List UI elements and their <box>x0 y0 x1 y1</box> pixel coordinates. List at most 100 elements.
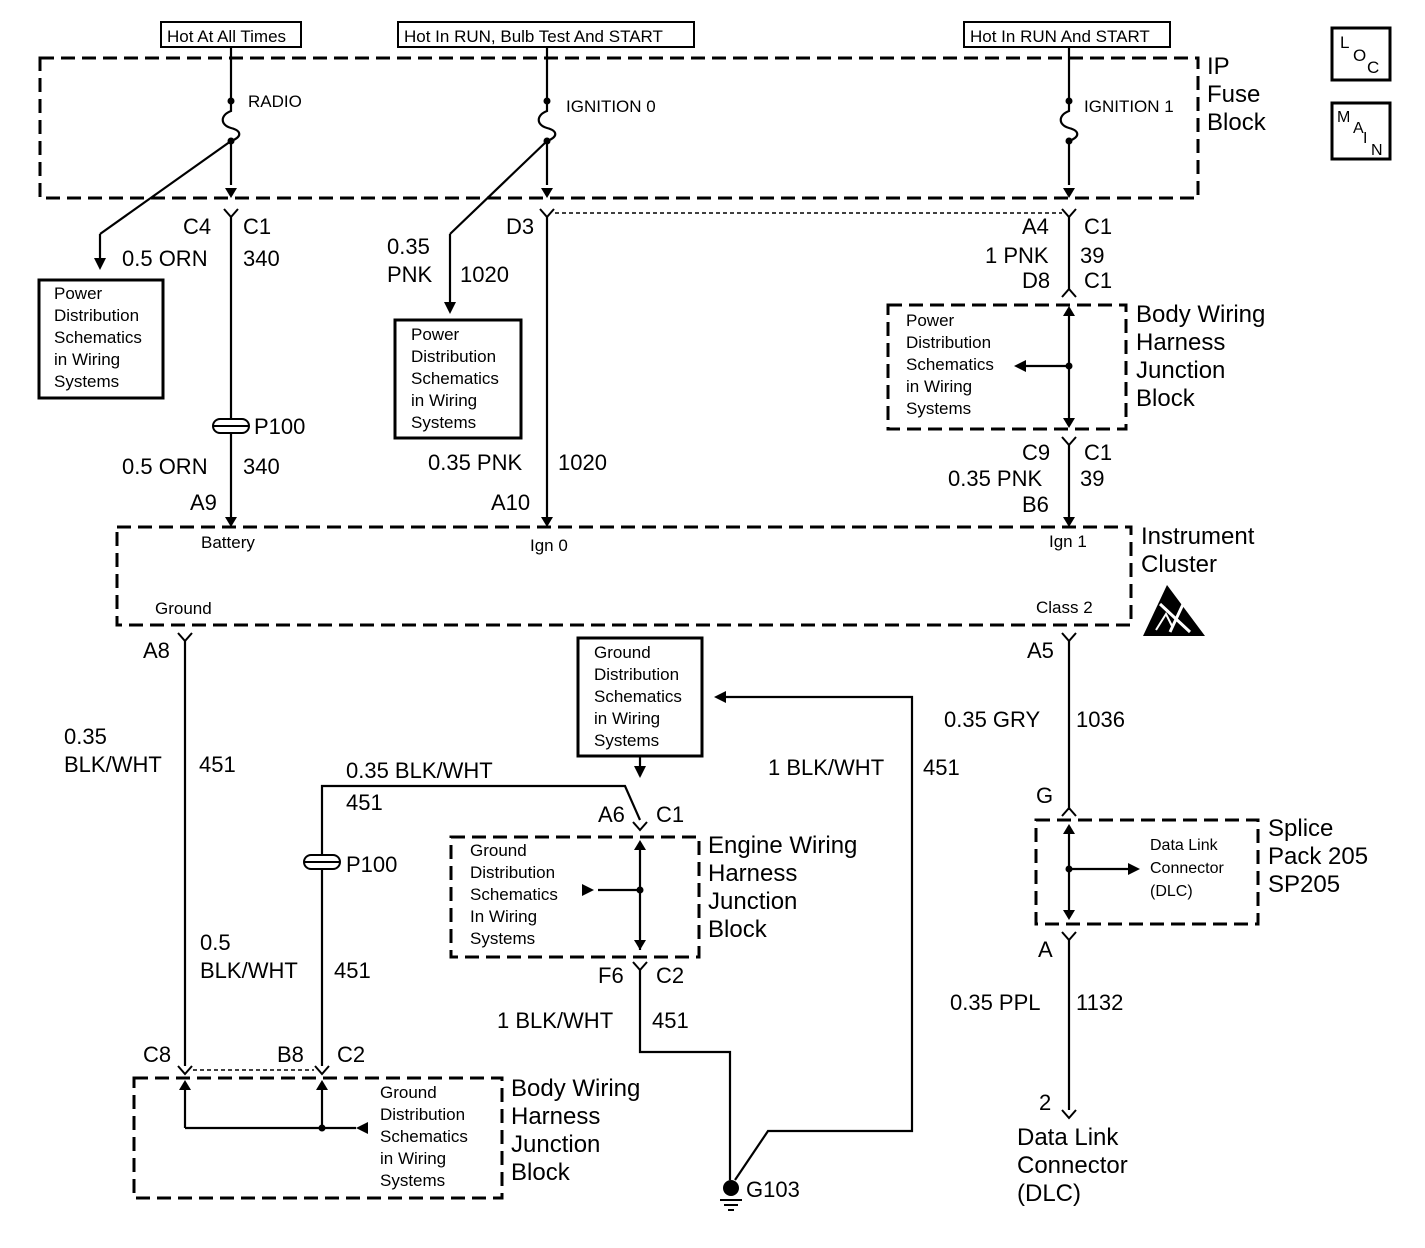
power-dist-left-line2: Distribution <box>54 306 139 325</box>
conn-a6: A6 <box>598 802 625 827</box>
loc-nav-button[interactable]: L O C <box>1330 26 1392 82</box>
wire-451a-number: 451 <box>199 752 236 777</box>
power-dist-left-line3: Schematics <box>54 328 142 347</box>
esd-warning-icon <box>1143 585 1205 636</box>
power-source-hot-run-start: Hot In RUN And START <box>963 21 1171 48</box>
class2-data-circuit: A5 0.35 GRY 1036 G Data Link Connector (… <box>944 632 1368 1207</box>
ground-dist-body-line4: in Wiring <box>380 1149 446 1168</box>
instrument-cluster-title-1: Instrument <box>1141 523 1255 550</box>
ground-g103-icon <box>720 1180 742 1211</box>
dlc-title-3: (DLC) <box>1017 1180 1081 1207</box>
cluster-battery-label: Battery <box>201 533 255 552</box>
hot-run-start-label: Hot In RUN And START <box>970 27 1150 46</box>
fuse-radio: RADIO <box>221 47 302 185</box>
conn-c1-c9: C1 <box>1084 440 1112 465</box>
ground-dist-top-line1: Ground <box>594 643 651 662</box>
wire-340-size: 0.5 ORN <box>122 246 208 271</box>
power-dist-mid-line3: Schematics <box>411 369 499 388</box>
wire-1020-number: 1020 <box>460 262 509 287</box>
wire-1020-size-2: PNK <box>387 262 433 287</box>
body-junction-bottom-title-1: Body Wiring <box>511 1075 640 1102</box>
fuse-ignition-0: IGNITION 0 <box>537 47 656 185</box>
conn-c1-a6: C1 <box>656 802 684 827</box>
conn-c8: C8 <box>143 1042 171 1067</box>
cluster-ign1-label: Ign 1 <box>1049 532 1087 551</box>
engine-junction-title-3: Junction <box>708 888 797 915</box>
p100-label-top: P100 <box>254 414 305 439</box>
main-letter-i: I <box>1363 130 1367 147</box>
wire-1036-size: 0.35 GRY <box>944 707 1041 732</box>
body-junction-top-title-2: Harness <box>1136 329 1225 356</box>
power-dist-right-line2: Distribution <box>906 333 991 352</box>
body-junction-bottom-title-2: Harness <box>511 1103 600 1130</box>
loc-letter-c: C <box>1367 58 1379 77</box>
p100-connector-top: P100 <box>212 414 305 439</box>
fuse-ignition-1-label: IGNITION 1 <box>1084 97 1174 116</box>
ground-dist-engine-line4: In Wiring <box>470 907 537 926</box>
wire-39-number: 39 <box>1080 243 1104 268</box>
wire-1020b-number: 1020 <box>558 450 607 475</box>
power-dist-mid-line5: Systems <box>411 413 476 432</box>
main-letter-a: A <box>1353 120 1364 137</box>
engine-junction-title-2: Harness <box>708 860 797 887</box>
wire-451e-size: 1 BLK/WHT <box>768 755 884 780</box>
ground-dist-engine-line3: Schematics <box>470 885 558 904</box>
dlc-inner-line1: Data Link <box>1150 837 1219 854</box>
wire-340-number: 340 <box>243 246 280 271</box>
conn-d3: D3 <box>506 214 534 239</box>
main-letter-n: N <box>1371 142 1383 159</box>
dlc-inner-line2: Connector <box>1150 860 1224 877</box>
ignition-0-circuit: D3 0.35 PNK 1020 Power Distribution Sche… <box>387 140 1062 527</box>
conn-f6: F6 <box>598 963 624 988</box>
wire-451a-size-1: 0.35 <box>64 724 107 749</box>
wire-451b-number: 451 <box>346 790 383 815</box>
conn-c1-d8: C1 <box>1084 268 1112 293</box>
ip-fuse-block-title-1: IP <box>1207 53 1230 80</box>
body-junction-bottom-title-3: Junction <box>511 1131 600 1158</box>
wire-451c-size-1: 0.5 <box>200 930 231 955</box>
conn-c9: C9 <box>1022 440 1050 465</box>
conn-a5: A5 <box>1027 638 1054 663</box>
splice-pack-title-2: Pack 205 <box>1268 843 1368 870</box>
engine-junction-block: A6 C1 Ground Distribution Schematics In … <box>449 802 857 959</box>
body-junction-top-title-3: Junction <box>1136 357 1225 384</box>
dlc-inner-line3: (DLC) <box>1150 883 1193 900</box>
ground-dist-top-line5: Systems <box>594 731 659 750</box>
conn-a: A <box>1038 937 1053 962</box>
body-junction-block-bottom: C8 B8 C2 Ground Distribution Schematics … <box>132 1042 640 1200</box>
engine-junction-title-4: Block <box>708 916 768 943</box>
ip-fuse-block-title-3: Block <box>1207 109 1267 136</box>
wire-451c-size-2: BLK/WHT <box>200 958 298 983</box>
p100-label-bottom: P100 <box>346 852 397 877</box>
conn-a10: A10 <box>491 490 530 515</box>
ground-a8-circuit: A8 0.35 BLK/WHT 451 <box>64 632 236 1066</box>
wire-1020b-size: 0.35 PNK <box>428 450 522 475</box>
ground-dist-box-top: Ground Distribution Schematics in Wiring… <box>576 636 704 758</box>
wire-1132-number: 1132 <box>1076 990 1123 1015</box>
conn-c2-b8: C2 <box>337 1042 365 1067</box>
ground-dist-body-line1: Ground <box>380 1083 437 1102</box>
power-dist-left-line1: Power <box>54 284 103 303</box>
engine-junction-title-1: Engine Wiring <box>708 832 857 859</box>
conn-a9: A9 <box>190 490 217 515</box>
wire-451b-size: 0.35 BLK/WHT <box>346 758 493 783</box>
cluster-class2-label: Class 2 <box>1036 598 1093 617</box>
wire-39b-number: 39 <box>1080 466 1104 491</box>
ground-dist-body-line5: Systems <box>380 1171 445 1190</box>
power-dist-mid-line4: in Wiring <box>411 391 477 410</box>
main-nav-button[interactable]: M A I N <box>1330 101 1392 161</box>
conn-b6: B6 <box>1022 492 1049 517</box>
conn-c2-f6: C2 <box>656 963 684 988</box>
splice-pack-title-1: Splice <box>1268 815 1333 842</box>
conn-c4: C4 <box>183 214 211 239</box>
power-dist-right-line3: Schematics <box>906 355 994 374</box>
loc-letter-o: O <box>1353 46 1366 65</box>
wire-39b-size: 0.35 PNK <box>948 466 1042 491</box>
power-dist-right-line1: Power <box>906 311 955 330</box>
conn-a4: A4 <box>1022 214 1049 239</box>
ground-dist-engine-line1: Ground <box>470 841 527 860</box>
wire-1020-size-1: 0.35 <box>387 234 430 259</box>
ground-dist-top-line3: Schematics <box>594 687 682 706</box>
instrument-cluster: Battery Ign 0 Ign 1 Ground Class 2 Instr… <box>115 523 1255 636</box>
